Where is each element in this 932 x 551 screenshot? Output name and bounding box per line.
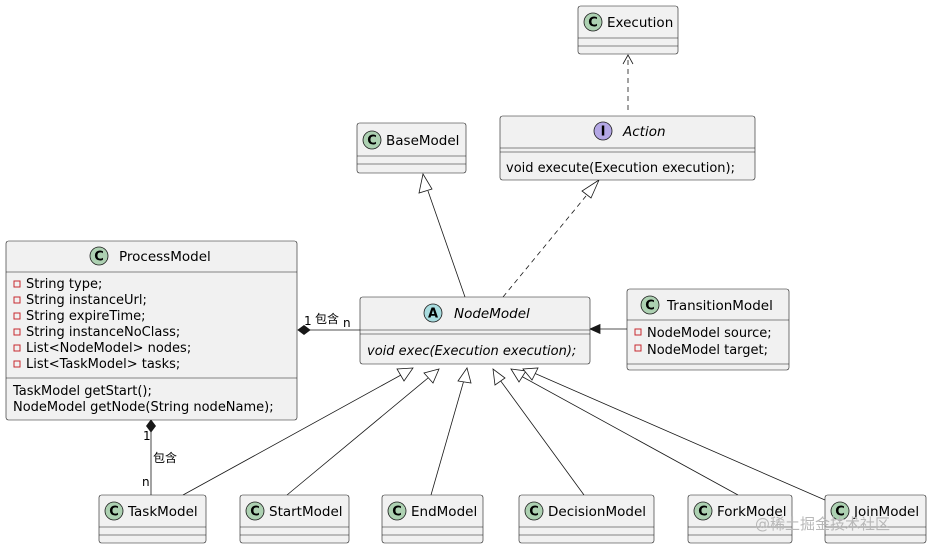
field: String expireTime; (26, 309, 146, 324)
class-icon (362, 130, 382, 150)
class-transitionmodel[interactable]: C TransitionModel NodeModel source; Node… (626, 288, 790, 371)
abstract-class-icon (423, 303, 443, 323)
private-visibility-icon (634, 344, 642, 352)
transitionmodel-references-nodemodel-edge (589, 323, 627, 335)
composition-source-multiplicity: 1 (304, 314, 312, 328)
class-name: EndModel (411, 504, 477, 520)
action-depends-on-execution-edge (622, 54, 634, 110)
class-execution[interactable]: C Execution (577, 5, 679, 55)
badge-letter: C (529, 505, 539, 520)
private-visibility-icon (13, 328, 21, 336)
badge-letter: C (588, 16, 598, 31)
task-composition-target-multiplicity: n (142, 475, 150, 489)
badge-letter: C (392, 505, 402, 520)
private-visibility-icon (13, 312, 21, 320)
abstract-class-nodemodel[interactable]: A NodeModel void exec(Execution executio… (359, 296, 591, 365)
field: String type; (26, 277, 102, 292)
class-endmodel[interactable]: C EndModel (381, 494, 484, 544)
private-visibility-icon (13, 280, 21, 288)
class-decisionmodel[interactable]: C DecisionModel (518, 494, 655, 544)
decisionmodel-extends-nodemodel-edge (492, 368, 585, 496)
method: void execute(Execution execution); (506, 161, 735, 176)
endmodel-extends-nodemodel-edge (430, 367, 472, 496)
badge-letter: C (367, 134, 377, 149)
private-visibility-icon (634, 328, 642, 336)
class-name: StartModel (269, 504, 343, 520)
startmodel-extends-nodemodel-edge (286, 368, 440, 496)
badge-letter: C (109, 505, 119, 520)
class-icon (524, 501, 544, 521)
badge-letter: C (645, 299, 655, 314)
interface-icon (593, 121, 613, 141)
class-name: NodeModel (454, 306, 530, 322)
class-icon (830, 501, 850, 521)
class-taskmodel[interactable]: C TaskModel (98, 494, 207, 544)
class-name: BaseModel (386, 133, 459, 149)
watermark: @稀土掘金技术社区 (755, 515, 890, 533)
field: List<NodeModel> nodes; (26, 341, 191, 356)
class-icon (583, 12, 603, 32)
class-icon (104, 501, 124, 521)
class-joinmodel[interactable]: C JoinModel (824, 494, 927, 544)
field: NodeModel source; (647, 326, 772, 341)
badge-letter: C (835, 505, 845, 520)
task-composition-label: 包含 (153, 450, 177, 465)
class-name: TaskModel (127, 504, 198, 520)
private-visibility-icon (13, 360, 21, 368)
badge-letter: C (698, 505, 708, 520)
badge-letter: C (94, 250, 104, 265)
composition-label: 包含 (315, 311, 339, 326)
class-processmodel[interactable]: C ProcessModel String type; String insta… (5, 240, 298, 421)
class-name: ForkModel (717, 504, 786, 520)
class-forkmodel[interactable]: C ForkModel (687, 494, 793, 544)
method: void exec(Execution execution); (367, 344, 576, 359)
class-basemodel[interactable]: C BaseModel (356, 122, 467, 174)
class-icon (640, 295, 660, 315)
badge-letter: C (250, 505, 260, 520)
class-icon (89, 246, 109, 266)
class-startmodel[interactable]: C StartModel (239, 494, 350, 544)
nodemodel-implements-action-edge (502, 178, 600, 298)
class-icon (387, 501, 407, 521)
class-name: Action (622, 124, 666, 140)
processmodel-contains-taskmodel-edge: 1 包含 n (142, 419, 177, 495)
class-name: ProcessModel (119, 249, 211, 265)
forkmodel-extends-nodemodel-edge (510, 368, 739, 496)
composition-target-multiplicity: n (343, 316, 351, 330)
field: String instanceUrl; (26, 293, 147, 308)
field: String instanceNoClass; (26, 325, 180, 340)
method: NodeModel getNode(String nodeName); (13, 400, 274, 415)
class-name: TransitionModel (666, 298, 773, 314)
class-icon (693, 501, 713, 521)
field: NodeModel target; (647, 343, 768, 358)
taskmodel-extends-nodemodel-edge (182, 367, 414, 496)
joinmodel-extends-nodemodel-edge (522, 367, 826, 501)
method: TaskModel getStart(); (12, 384, 152, 399)
task-composition-source-multiplicity: 1 (143, 429, 151, 443)
private-visibility-icon (13, 344, 21, 352)
badge-letter: I (601, 125, 606, 140)
private-visibility-icon (13, 296, 21, 304)
field: List<TaskModel> tasks; (26, 357, 180, 372)
interface-action[interactable]: I Action void execute(Execution executio… (499, 115, 756, 181)
class-icon (245, 501, 265, 521)
class-name: JoinModel (853, 504, 919, 520)
badge-letter: A (428, 307, 438, 322)
processmodel-contains-nodemodel-edge: 1 包含 n (297, 311, 360, 335)
class-name: Execution (607, 15, 673, 31)
class-name: DecisionModel (548, 504, 646, 520)
nodemodel-extends-basemodel-edge (418, 172, 466, 298)
